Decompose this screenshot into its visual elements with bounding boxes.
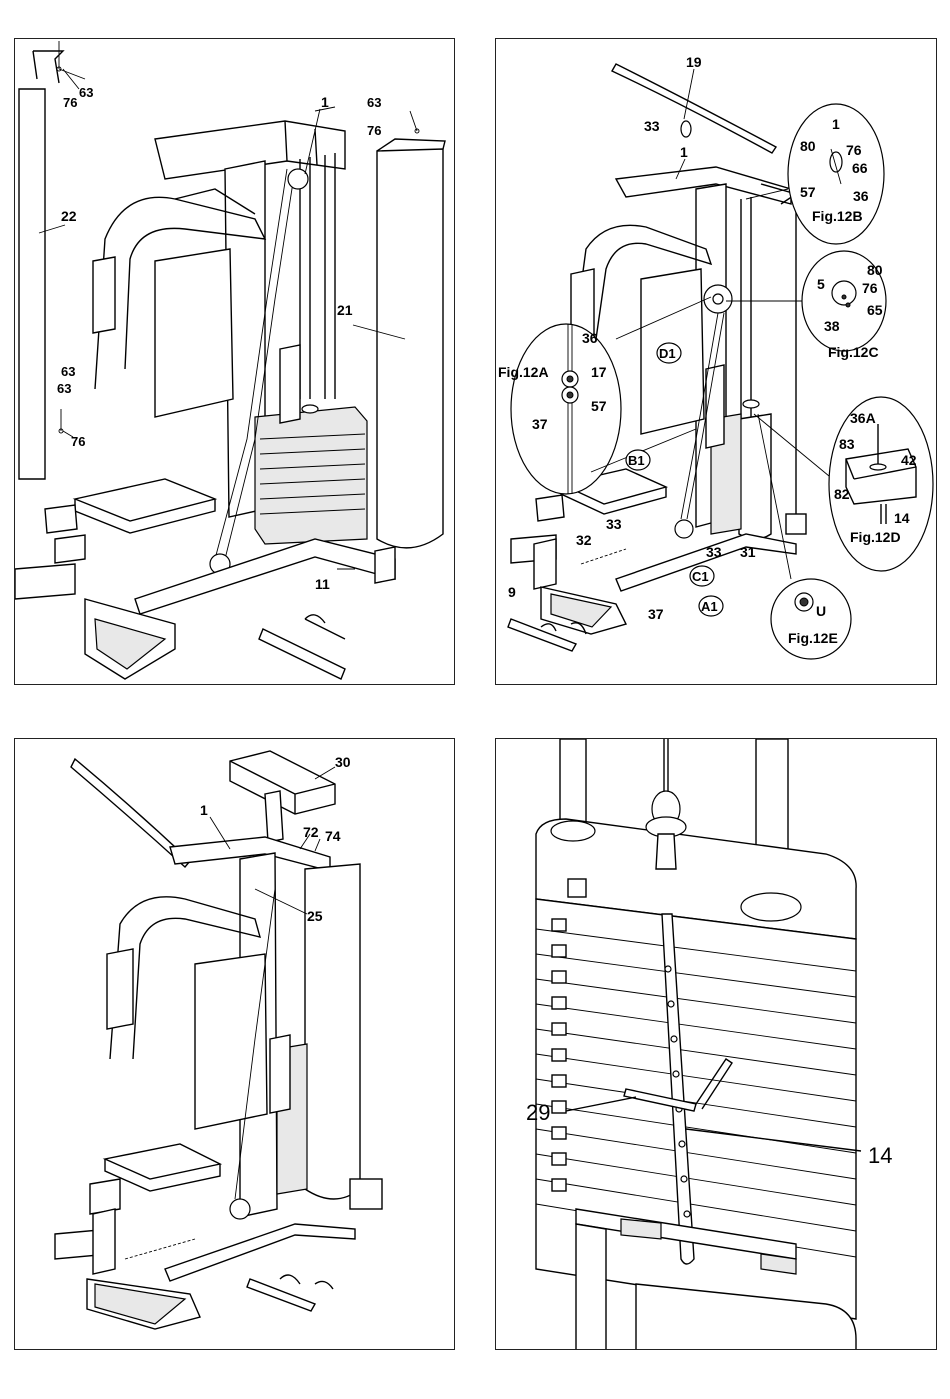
label-29: 29 [526, 1100, 550, 1125]
label-14: 14 [868, 1143, 892, 1168]
callout-c1: C1 [690, 566, 714, 586]
fig12c-caption: Fig.12C [828, 344, 879, 360]
weight-stack [255, 405, 367, 544]
fig12e-caption: Fig.12E [788, 630, 838, 646]
fig12d-label-36a: 36A [850, 410, 876, 426]
fig12d-label-82: 82 [834, 486, 850, 502]
fig12b-label-1: 1 [832, 116, 840, 132]
fig12c-label-5: 5 [817, 276, 825, 292]
circled-label-a1: A1 [701, 599, 718, 614]
label-76-top-left: 76 [63, 95, 77, 110]
label-9: 9 [508, 584, 516, 600]
label-63-mid-b: 63 [57, 381, 71, 396]
fig12d-caption: Fig.12D [850, 529, 901, 545]
curved-bar-19 [612, 64, 776, 153]
fig12b-label-80: 80 [800, 138, 816, 154]
label-25: 25 [307, 908, 323, 924]
fig12b-label-66: 66 [852, 160, 868, 176]
panel-3-illustration: 30 1 72 74 25 [15, 739, 455, 1350]
label-11: 11 [315, 576, 330, 592]
fig12b-caption: Fig.12B [812, 208, 863, 224]
fig12b-label-76: 76 [846, 142, 862, 158]
panel-step-3: 30 1 72 74 25 [14, 738, 455, 1350]
circled-label-d1: D1 [659, 346, 676, 361]
fig12c-label-65: 65 [867, 302, 883, 318]
label-63-top-right: 63 [367, 95, 381, 110]
label-74: 74 [325, 828, 341, 844]
label-76-mid: 76 [71, 434, 85, 449]
label-33-mid-right: 33 [706, 544, 722, 560]
label-21: 21 [337, 302, 353, 318]
label-33-top: 33 [644, 118, 660, 134]
fig12a-label-17: 17 [591, 364, 607, 380]
label-1: 1 [321, 94, 329, 110]
fig12c-label-80: 80 [867, 262, 883, 278]
fig12a-label-37: 37 [532, 416, 548, 432]
panel-step-2: 19 33 1 57 1 80 76 66 36 Fig.12B 5 80 76… [495, 38, 937, 685]
top-pad-30 [230, 751, 335, 814]
fig12c-label-38: 38 [824, 318, 840, 334]
label-30: 30 [335, 754, 351, 770]
label-1: 1 [200, 802, 208, 818]
fig12c-label-76: 76 [862, 280, 878, 296]
circled-label-c1: C1 [692, 569, 709, 584]
callout-b1: B1 [626, 450, 650, 470]
fig12a-caption: Fig.12A [498, 364, 549, 380]
fig12d-label-42: 42 [901, 452, 917, 468]
label-31: 31 [740, 544, 756, 560]
label-19: 19 [686, 54, 702, 70]
fig12a-label-57: 57 [591, 398, 607, 414]
callout-a1: A1 [699, 596, 723, 616]
label-72: 72 [303, 824, 319, 840]
label-32: 32 [576, 532, 592, 548]
panel-2-illustration: 19 33 1 57 1 80 76 66 36 Fig.12B 5 80 76… [496, 39, 937, 685]
panel-1-illustration: 63 76 1 63 76 22 21 63 63 76 11 [15, 39, 455, 685]
callout-d1: D1 [657, 343, 681, 363]
label-76-top-right: 76 [367, 123, 381, 138]
panel-4-illustration: 29 14 [496, 739, 937, 1350]
foot-plate [85, 599, 175, 679]
label-37: 37 [648, 606, 664, 622]
fig12e-label-u: U [816, 603, 826, 619]
panel-step-1: 63 76 1 63 76 22 21 63 63 76 11 [14, 38, 455, 685]
label-63-top-left: 63 [79, 85, 93, 100]
seat-pad [75, 479, 215, 521]
fig12d-label-14: 14 [894, 510, 910, 526]
back-pad [155, 249, 233, 417]
fig12b-label-36: 36 [853, 188, 869, 204]
label-22: 22 [61, 208, 77, 224]
fig12d-label-83: 83 [839, 436, 855, 452]
circled-label-b1: B1 [628, 453, 645, 468]
fig12a-label-36: 36 [582, 330, 598, 346]
label-33-mid-left: 33 [606, 516, 622, 532]
label-1: 1 [680, 144, 688, 160]
label-57-top: 57 [800, 184, 816, 200]
panel-step-4: 29 14 [495, 738, 937, 1350]
label-63-mid-a: 63 [61, 364, 75, 379]
fig-12c-detail [726, 251, 886, 351]
